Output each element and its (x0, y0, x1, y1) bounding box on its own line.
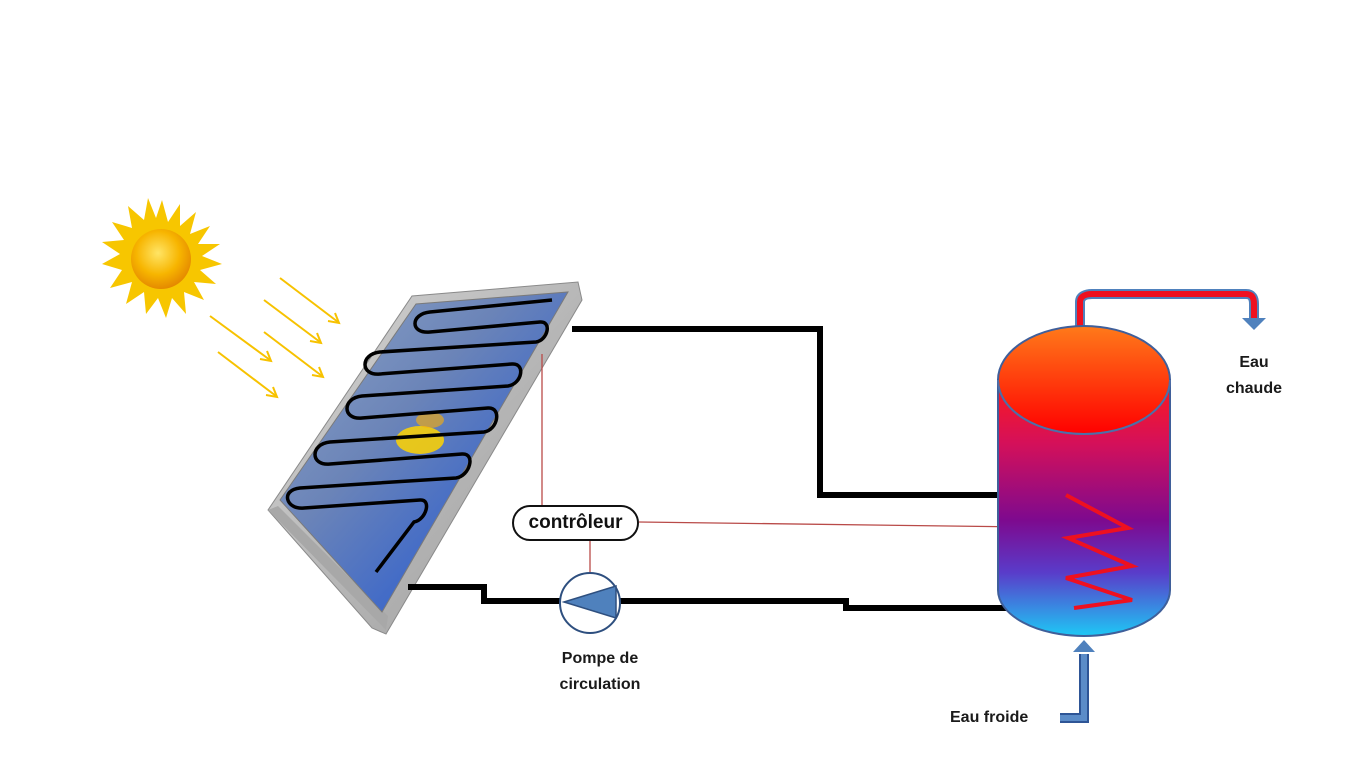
hot-water-label-line2: chaude (1225, 380, 1282, 397)
pump-to-collector-pipe (408, 584, 560, 604)
sun-icon (102, 198, 222, 318)
control-wires (541, 354, 1029, 574)
pump-label: Pompe de circulation (540, 646, 660, 698)
cold-water-inlet-arrow (1060, 640, 1095, 723)
water-tank-icon (997, 325, 1171, 637)
hot-water-outlet-pipe (1075, 289, 1266, 336)
cold-water-label: Eau froide (950, 709, 1029, 726)
solar-collector-icon (267, 281, 583, 635)
hot-supply-pipe (572, 326, 1066, 498)
controller-box: contrôleur (512, 505, 639, 541)
hot-water-label: Eau chaude (1204, 350, 1304, 402)
sun-rays (209, 277, 341, 399)
hot-water-label-line1: Eau (1239, 354, 1269, 371)
pump-label-line2: circulation (559, 676, 641, 693)
return-pipe (620, 598, 1074, 611)
pump-label-line1: Pompe de (561, 650, 639, 667)
heat-exchanger-coil (1061, 493, 1139, 610)
pump-icon (559, 572, 621, 634)
controller-label: contrôleur (528, 512, 623, 533)
